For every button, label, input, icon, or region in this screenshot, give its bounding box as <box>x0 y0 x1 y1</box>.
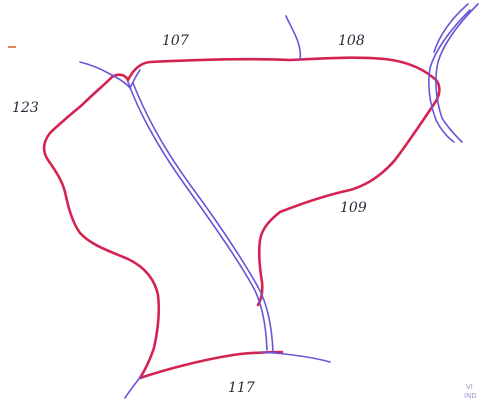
red-outline-bottom <box>138 350 284 380</box>
corner-mark-line2: IND <box>464 392 477 400</box>
corner-mark-line1: VI <box>466 383 473 391</box>
label-117: 117 <box>228 380 255 396</box>
blue-river-left-upper <box>79 61 131 89</box>
red-outline-top <box>126 56 441 214</box>
red-outline-left <box>42 73 161 380</box>
blue-river-right-b <box>428 9 471 143</box>
blue-river-bottom <box>261 351 331 363</box>
blue-river-top <box>285 15 302 61</box>
red-outline-right-lower <box>256 210 282 307</box>
blue-river-diagonal-a <box>127 81 268 351</box>
blue-river-right-c <box>433 3 469 53</box>
label-123: 123 <box>12 100 39 116</box>
blue-river-right-a <box>435 3 479 143</box>
label-109: 109 <box>340 200 367 216</box>
blue-river-left-upper-2 <box>129 69 141 89</box>
label-107: 107 <box>162 33 189 49</box>
blue-river-diagonal-b <box>132 82 274 353</box>
blue-river-bottom-left <box>124 375 142 399</box>
label-108: 108 <box>338 33 365 49</box>
